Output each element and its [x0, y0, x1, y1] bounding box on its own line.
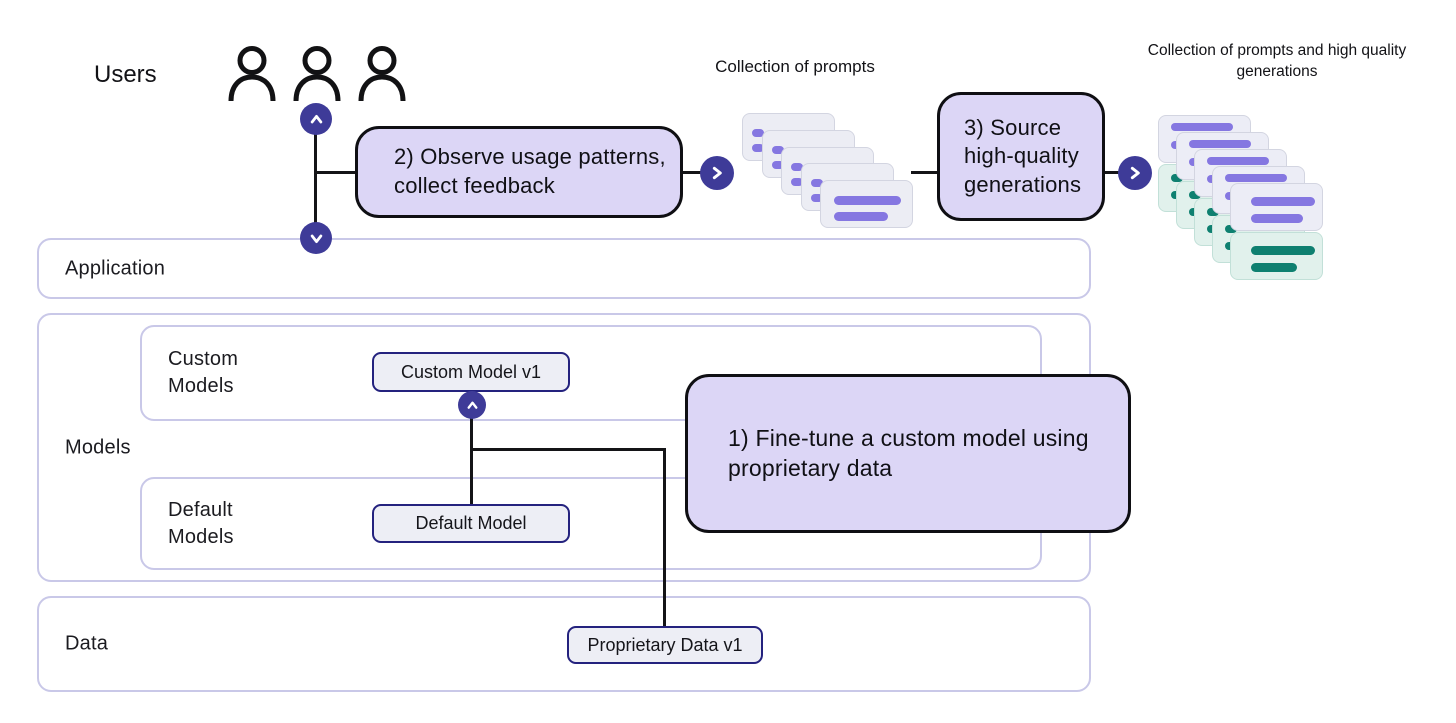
prompt-bar	[752, 129, 764, 137]
generation-card	[1230, 183, 1323, 280]
connector-users-application	[314, 105, 317, 240]
step3-label: 3) Source high-quality generations	[964, 114, 1082, 197]
chevron-right-icon	[700, 156, 734, 190]
application-label: Application	[65, 257, 166, 279]
connector-observe-prompts	[681, 171, 703, 174]
prompt-bar	[752, 144, 764, 152]
prompt-bar	[772, 161, 784, 169]
generations-caption: Collection of prompts and high quality g…	[1147, 42, 1407, 80]
generation-bar	[1251, 263, 1297, 272]
connector-prompts-source	[911, 171, 938, 174]
data-container: Data	[37, 596, 1091, 692]
default-model-label: Default Model	[415, 513, 527, 533]
prompt-bar	[772, 146, 784, 154]
step2-label: 2) Observe usage patterns, collect feedb…	[394, 144, 666, 198]
prompts-caption: Collection of prompts	[715, 57, 875, 76]
users-group	[227, 46, 407, 101]
chevron-up-icon	[300, 103, 332, 135]
default-models-label: Default Models	[168, 498, 234, 548]
prompt-bar	[1189, 140, 1251, 148]
prompt-bar	[811, 179, 823, 187]
generation-bar	[1225, 225, 1237, 233]
prompt-card	[820, 180, 913, 228]
step2-observe-box: 2) Observe usage patterns, collect feedb…	[355, 126, 683, 218]
data-label: Data	[65, 632, 109, 655]
chevron-right-icon	[1118, 156, 1152, 190]
person-icon	[293, 46, 341, 101]
chevron-down-icon	[300, 222, 332, 254]
prompt-bar	[1171, 123, 1233, 131]
default-model-node: Default Model	[372, 504, 570, 543]
generation-bar	[1171, 174, 1183, 182]
custom-model-node: Custom Model v1	[372, 352, 570, 392]
users-label: Users	[94, 61, 157, 88]
proprietary-data-label: Proprietary Data v1	[587, 634, 743, 655]
prompt-half	[1230, 183, 1323, 231]
prompt-bar	[834, 196, 901, 205]
prompt-bar	[791, 163, 803, 171]
custom-models-label: Custom Models	[168, 348, 239, 397]
prompt-bar	[1225, 174, 1287, 182]
step1-label: 1) Fine-tune a custom model using propri…	[728, 424, 1089, 481]
generation-bar	[1207, 208, 1219, 216]
connector-model-branch	[470, 448, 666, 451]
connector-branch-proprietary-data	[663, 448, 666, 628]
step1-finetune-box: 1) Fine-tune a custom model using propri…	[685, 374, 1131, 533]
custom-model-label: Custom Model v1	[400, 361, 542, 382]
person-icon	[228, 46, 276, 101]
application-container: Application	[37, 238, 1091, 299]
person-icon	[358, 46, 406, 101]
step3-source-box: 3) Source high-quality generations	[937, 92, 1105, 221]
prompt-bar	[1251, 214, 1303, 223]
connector-source-generations	[1103, 171, 1119, 174]
prompt-bar	[1207, 157, 1269, 165]
generation-bar	[1251, 246, 1315, 255]
prompt-bar	[791, 178, 803, 186]
generation-bar	[1189, 191, 1201, 199]
connector-users-observe	[316, 171, 357, 174]
prompt-bar	[811, 194, 823, 202]
proprietary-data-node: Proprietary Data v1	[567, 626, 763, 664]
generation-half	[1230, 232, 1323, 280]
prompt-bar	[834, 212, 888, 221]
models-label: Models	[65, 436, 131, 458]
prompt-bar	[1251, 197, 1315, 206]
chevron-up-icon	[458, 391, 486, 419]
